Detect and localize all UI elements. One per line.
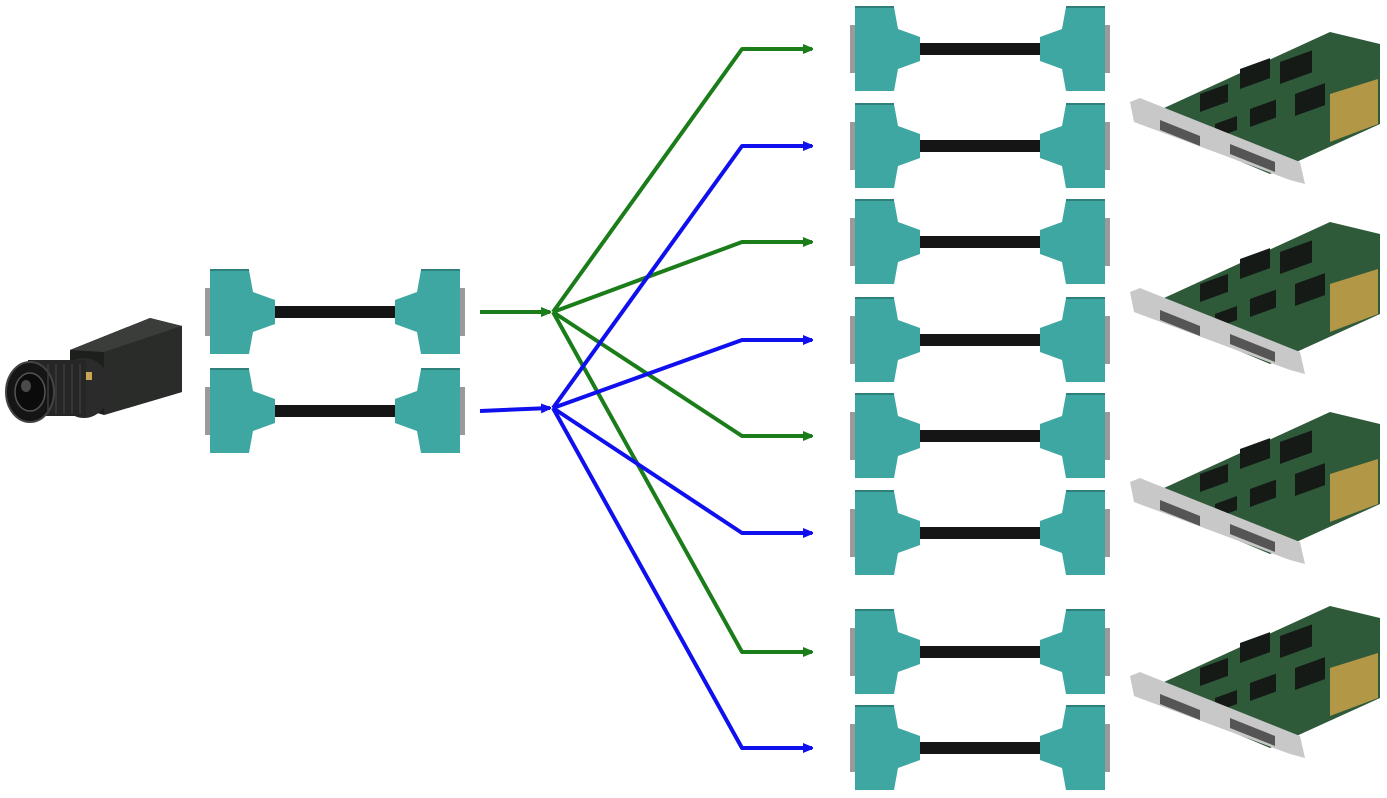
fanout-arrow-output-cable-2 xyxy=(551,146,812,410)
input-arrow xyxy=(479,408,550,411)
connector-plug xyxy=(1040,490,1110,575)
connector-plug xyxy=(1040,297,1110,382)
connector-plug xyxy=(850,490,920,575)
frame-grabber-board-4 xyxy=(1130,606,1380,758)
output-cable-4 xyxy=(850,297,1110,382)
output-cable-6 xyxy=(850,490,1110,575)
cable-wire xyxy=(910,646,1050,658)
output-cable-7 xyxy=(850,609,1110,694)
connector-plug xyxy=(1040,199,1110,284)
cable-wire xyxy=(910,140,1050,152)
input-cable-b xyxy=(205,368,465,453)
connector-plug xyxy=(205,368,275,453)
connector-plug xyxy=(850,103,920,188)
devices-layer xyxy=(5,32,1380,758)
cable-wire xyxy=(910,334,1050,346)
fanout-arrow-output-cable-7 xyxy=(551,311,812,652)
camera-icon xyxy=(5,318,182,423)
cables-layer xyxy=(205,6,1110,790)
fanout-arrow-output-cable-1 xyxy=(551,49,812,314)
cable-wire xyxy=(265,405,405,417)
connector-plug xyxy=(850,393,920,478)
connector-plug xyxy=(1040,6,1110,91)
connector-plug xyxy=(205,269,275,354)
connector-plug xyxy=(1040,103,1110,188)
cable-wire xyxy=(910,527,1050,539)
connector-plug xyxy=(1040,705,1110,790)
frame-grabber-board-2 xyxy=(1130,222,1380,374)
connector-plug xyxy=(395,368,465,453)
arrows-layer xyxy=(479,49,812,748)
fanout-arrow-output-cable-8 xyxy=(551,407,812,748)
cable-wire xyxy=(910,236,1050,248)
output-cable-2 xyxy=(850,103,1110,188)
connector-plug xyxy=(850,6,920,91)
fanout-arrow-output-cable-5 xyxy=(551,310,812,436)
connector-plug xyxy=(850,705,920,790)
output-cable-1 xyxy=(850,6,1110,91)
connector-plug xyxy=(850,297,920,382)
connector-plug xyxy=(850,609,920,694)
output-cable-3 xyxy=(850,199,1110,284)
frame-grabber-board-1 xyxy=(1130,32,1380,184)
input-cable-a xyxy=(205,269,465,354)
cable-wire xyxy=(910,742,1050,754)
cable-wire xyxy=(910,43,1050,55)
connector-plug xyxy=(850,199,920,284)
fanout-arrow-output-cable-4 xyxy=(552,340,812,410)
output-cable-5 xyxy=(850,393,1110,478)
connector-plug xyxy=(1040,609,1110,694)
cable-wire xyxy=(910,430,1050,442)
cable-wire xyxy=(265,306,405,318)
connector-plug xyxy=(395,269,465,354)
fanout-arrow-output-cable-3 xyxy=(552,242,812,314)
fanout-arrow-output-cable-6 xyxy=(551,406,812,533)
output-cable-8 xyxy=(850,705,1110,790)
frame-grabber-board-3 xyxy=(1130,412,1380,564)
connector-plug xyxy=(1040,393,1110,478)
